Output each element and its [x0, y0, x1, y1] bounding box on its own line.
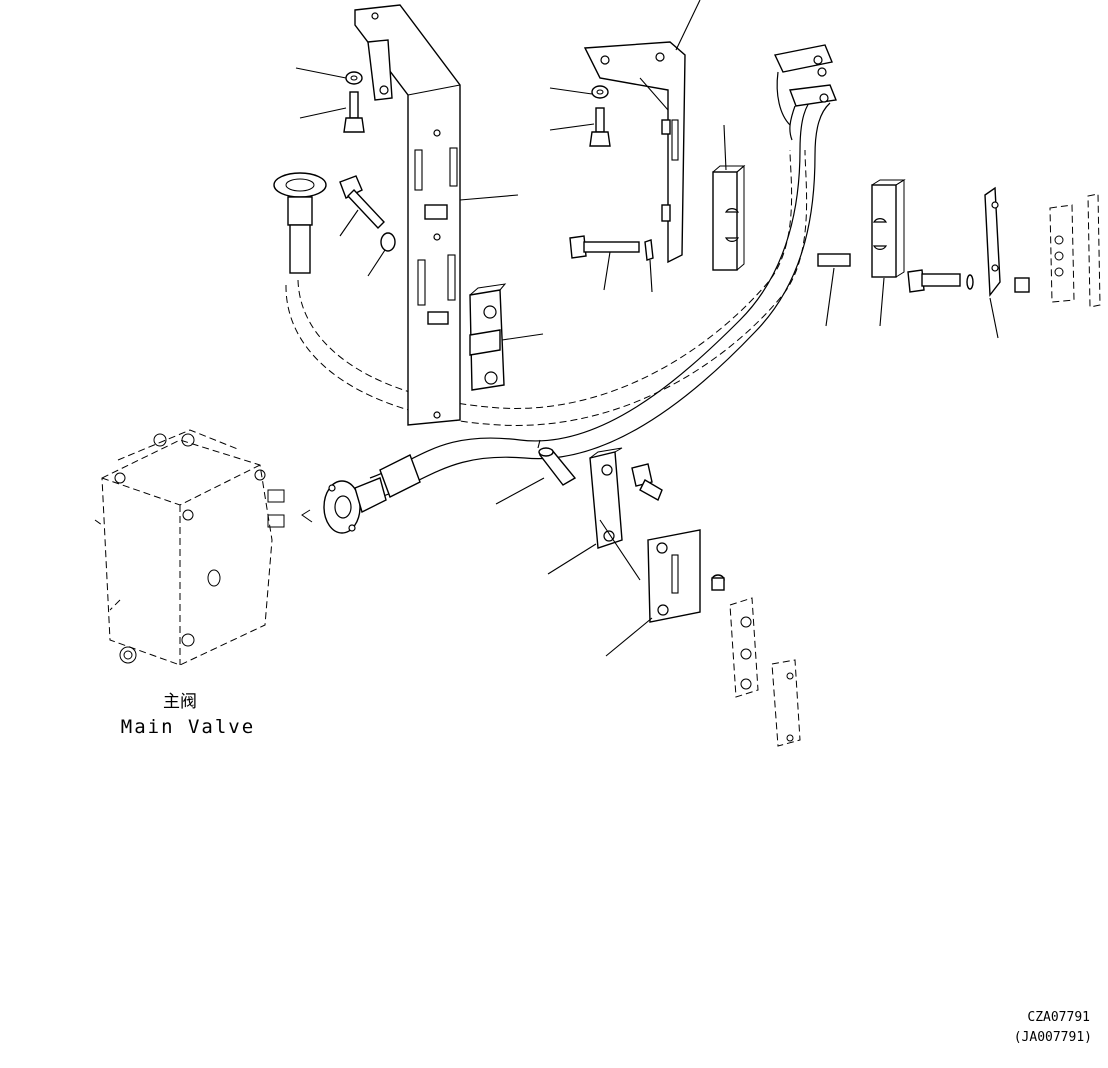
main-valve-label-cn: 主阀: [163, 692, 197, 712]
clamp-block-4: [589, 447, 623, 549]
clamp-block-2: [712, 164, 746, 271]
drawing-code: CZA07791: [1027, 1010, 1090, 1025]
leader-lines: [295, 0, 999, 657]
plate-lower: [647, 529, 701, 623]
main-valve-label-en: Main Valve: [121, 716, 255, 738]
bolt-lower: [631, 463, 663, 501]
bolt-right: [907, 269, 974, 293]
spacer: [817, 253, 851, 267]
bolt-and-washer-set-left: [339, 71, 396, 252]
main-valve-body: [94, 429, 285, 666]
long-bracket: [354, 4, 461, 426]
collar-lower: [711, 574, 725, 591]
hydraulic-hose: [273, 44, 837, 534]
drawing-code-alt: (JA007791): [1014, 1030, 1092, 1045]
plate-right: [984, 186, 1001, 297]
clamp-block-3: [871, 179, 906, 278]
sleeve: [538, 447, 577, 486]
bolt-and-washer-set-middle: [569, 85, 654, 261]
small-bracket: [583, 41, 686, 264]
phantom-clamp-right: [1049, 193, 1101, 308]
phantom-clamp-lower: [729, 597, 801, 747]
clamp-block-1: [469, 283, 507, 391]
collar-right: [1014, 277, 1030, 293]
